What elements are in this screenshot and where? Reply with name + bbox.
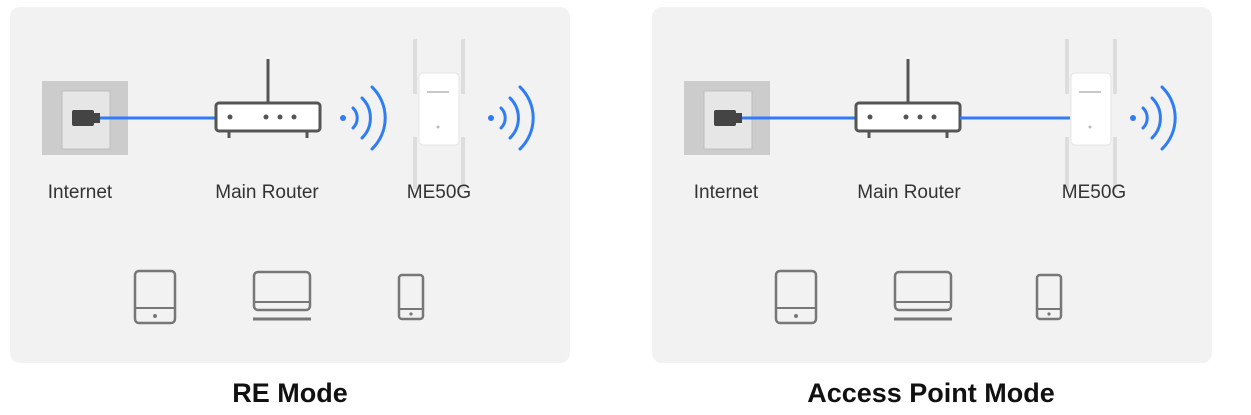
- main-router-label: Main Router: [857, 182, 961, 203]
- internet-label: Internet: [693, 182, 759, 203]
- wifi-waves-icon: [340, 85, 387, 151]
- re-mode-title: RE Mode: [232, 378, 348, 408]
- access-point-mode-diagram: [684, 39, 1177, 325]
- tablet-icon: [133, 269, 177, 325]
- access-point-mode-title: Access Point Mode: [807, 378, 1055, 408]
- laptop-icon: [893, 270, 953, 321]
- phone-icon: [397, 273, 425, 321]
- wifi-waves-icon: [1130, 85, 1177, 151]
- router-icon: [854, 59, 962, 138]
- tablet-icon: [774, 269, 818, 325]
- laptop-icon: [252, 270, 312, 321]
- extender-label: ME50G: [1061, 182, 1127, 203]
- access-point-mode-panel: Internet Main Router ME50G: [652, 7, 1212, 363]
- re-mode-panel: Internet Main Router ME50G: [10, 7, 570, 363]
- phone-icon: [1035, 273, 1063, 321]
- range-extender-icon: [413, 39, 465, 189]
- extender-label: ME50G: [406, 182, 472, 203]
- wifi-waves-icon: [488, 85, 535, 151]
- main-router-label: Main Router: [215, 182, 319, 203]
- range-extender-icon: [1065, 39, 1117, 189]
- router-icon: [214, 59, 322, 138]
- internet-label: Internet: [47, 182, 113, 203]
- re-mode-diagram: [42, 39, 535, 325]
